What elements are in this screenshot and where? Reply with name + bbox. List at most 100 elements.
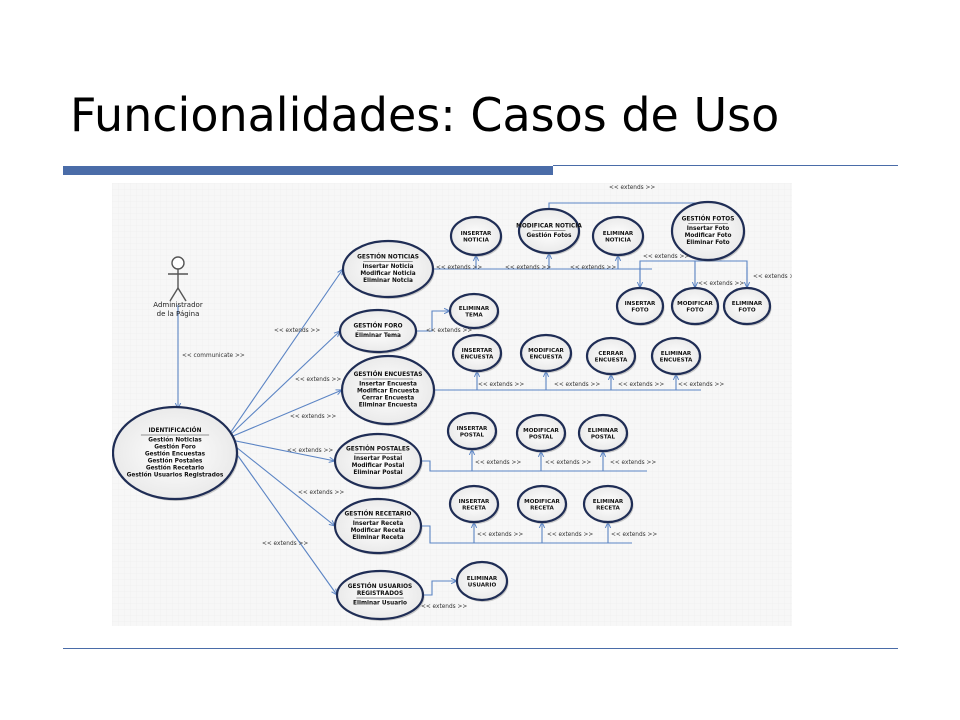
usecase-operation: Insertar Noticia [362,264,413,270]
usecase-oval [577,413,629,453]
extends-label: << extends >> [610,460,656,466]
extends-label: << extends >> [477,532,523,538]
usecase-oval [333,497,423,555]
usecase-operation: Insertar Encuesta [359,381,417,387]
extends-label: << extends >> [753,274,792,280]
extends-label: << extends >> [547,532,593,538]
usecase-operation: Gestión Encuestas [145,450,206,457]
usecase-title: GESTIÓN FOTOS [682,216,735,223]
relation-labels-layer: << communicate >> << extends >> << extends… [182,185,792,610]
extends-label: << extends >> [678,382,724,388]
relations-layer [178,202,747,595]
usecase-operation: Gestión Foro [154,443,196,450]
usecase-oval [455,560,509,602]
relation-line [421,525,632,544]
usecase-operation: Cerrar Encuesta [362,395,414,401]
extends-label: << extends >> [609,185,655,191]
usecase-operation: Eliminar Tema [355,333,401,339]
usecase-operation: Modificar Postal [352,463,405,469]
extends-label: << extends >> [478,382,524,388]
usecase-oval [591,215,645,257]
extends-label: << extends >> [618,382,664,388]
usecase-title: GESTIÓN FORO [353,323,402,330]
extends-label: << communicate >> [182,353,245,359]
usecase-oval [670,200,746,262]
extends-label: << extends >> [287,448,333,454]
usecase-oval [451,333,503,373]
usecase-oval [448,292,500,330]
usecase-operation: Eliminar Postal [353,470,402,476]
extends-label: << extends >> [290,414,336,420]
extends-label: << extends >> [475,460,521,466]
relation-line [225,438,335,526]
usecase-operation: Modificar Foto [685,233,732,239]
usecase-oval [722,286,772,326]
usecase-oval [446,411,498,451]
actor-icon [168,256,188,302]
usecase-oval [449,215,503,257]
usecase-title: IDENTIFICACIÓN [149,427,202,434]
usecase-gestion-foro: GESTIÓN FORO Eliminar Tema [338,308,418,354]
usecase-operation: Insertar Foto [687,226,730,232]
extends-label: << extends >> [436,265,482,271]
extends-label: << extends >> [554,382,600,388]
extends-label: << extends >> [421,604,467,610]
extends-label: << extends >> [298,490,344,496]
usecase-oval [517,207,581,255]
relation-line [225,438,335,461]
usecase-oval [582,484,634,524]
usecase-gestion-noticias: GESTIÓN NOTICIAS Insertar NoticiaModifica… [341,239,435,299]
extends-label: << extends >> [295,377,341,383]
usecase-operation: Modificar Noticia [360,271,415,277]
usecase-oval [335,569,425,621]
footer-rule [63,648,898,649]
usecase-operation: Gestión Usuarios Registrados [127,471,224,478]
usecase-operation: Insertar Receta [353,521,404,527]
usecase-operation: Gestión Noticias [148,436,202,443]
actor-name-line-2: de la Página [157,310,200,318]
extends-label: << extends >> [643,254,689,260]
relation-line [225,390,342,440]
relation-line [423,581,457,596]
diagram-background [112,183,792,626]
usecase-oval [338,308,418,354]
usecase-oval [448,484,500,524]
usecase-title: GESTIÓN RECETARIO [345,511,412,518]
usecase-operation: Eliminar Usuario [353,600,407,606]
usecase-title: GESTIÓN ENCUESTAS [354,371,423,378]
usecase-title: GESTIÓN NOTICIAS [357,254,419,261]
relation-line [225,269,343,440]
extends-label: << extends >> [505,265,551,271]
relation-line [421,460,647,472]
